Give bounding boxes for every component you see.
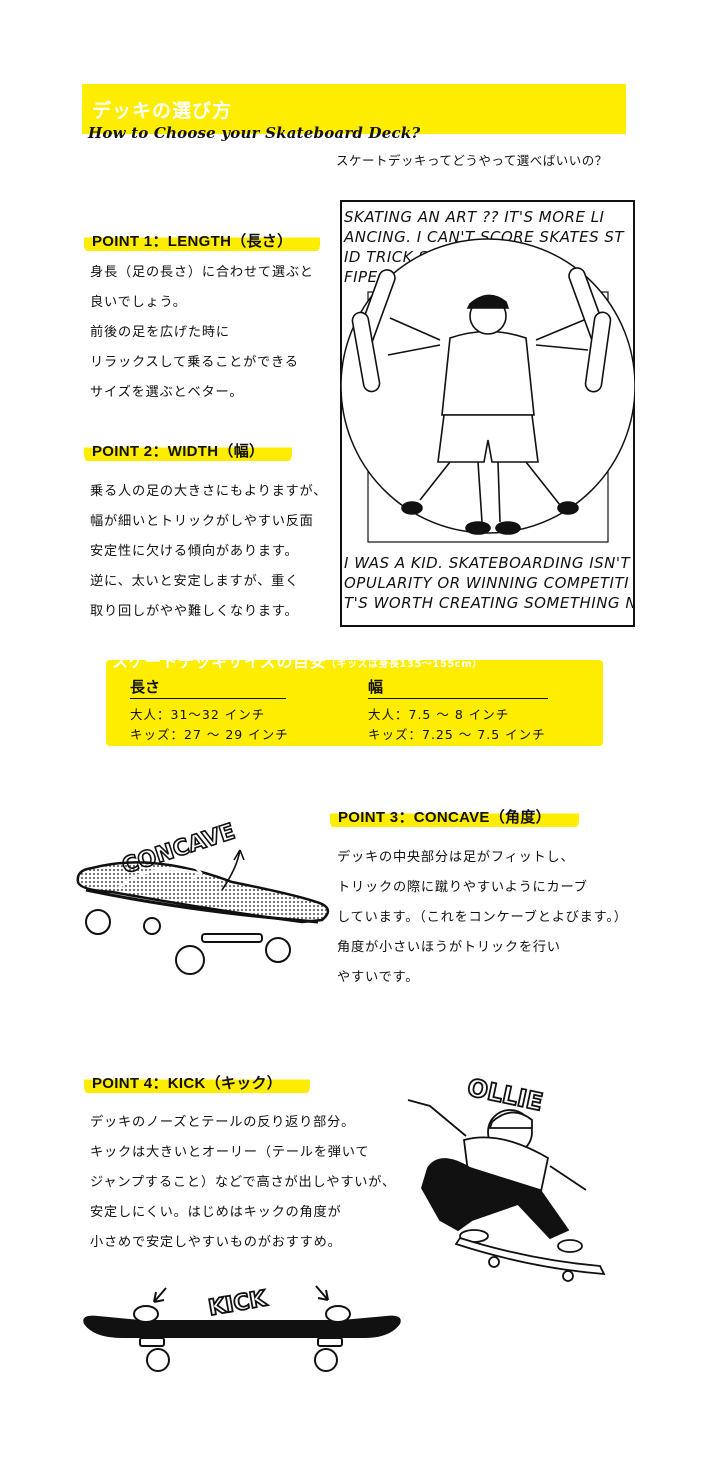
header-band xyxy=(82,84,626,134)
point4-section: POINT 4：KICK（キック） xyxy=(84,1070,311,1095)
size-length-kids: キッズ：27 ～ 29 インチ xyxy=(130,727,289,742)
point3-line: 角度が小さいほうがトリックを行い xyxy=(337,940,561,955)
vitruvian-skater-illustration: SKATING AN ART ?? IT'S MORE LI ANCING. I… xyxy=(340,200,651,627)
point3-heading: POINT 3：CONCAVE（角度） xyxy=(330,804,579,829)
size-width-column: 幅 大人：7.5 ～ 8 インチ キッズ：7.25 ～ 7.5 インチ xyxy=(368,676,548,745)
point2-line: 乗る人の足の大きさにもよりますが、 xyxy=(90,484,328,499)
size-width-adult: 大人：7.5 ～ 8 インチ xyxy=(368,707,510,722)
kick-illustration: KICK xyxy=(80,1280,405,1380)
point2-line: 幅が細いとトリックがしやすい反面 xyxy=(90,514,314,529)
size-table xyxy=(106,660,603,746)
point4-line: デッキのノーズとテールの反り返り部分。 xyxy=(90,1115,356,1130)
point2-line: 取り回しがやや難しくなります。 xyxy=(90,604,299,619)
point1-line: 良いでしょう。 xyxy=(90,295,187,310)
point1-section: POINT 1：LENGTH（長さ） xyxy=(84,228,321,253)
illustration-text-line: I WAS A KID. SKATEBOARDING ISN'T AI xyxy=(344,554,635,572)
size-length-adult: 大人：31～32 インチ xyxy=(130,707,266,722)
point2-section: POINT 2：WIDTH（幅） xyxy=(84,438,293,463)
point4-body: デッキのノーズとテールの反り返り部分。 キックは大きいとオーリー（テールを弾いて… xyxy=(90,1108,396,1258)
point4-line: 小さめで安定しやすいものがおすすめ。 xyxy=(90,1235,342,1250)
size-table-title: スケートデッキサイズの目安（キッズは身長135～155cm） xyxy=(112,648,483,672)
point2-body: 乗る人の足の大きさにもよりますが、 幅が細いとトリックがしやすい反面 安定性に欠… xyxy=(90,477,327,627)
point1-line: サイズを選ぶとベター。 xyxy=(90,385,244,400)
size-length-column: 長さ 大人：31～32 インチ キッズ：27 ～ 29 インチ xyxy=(130,676,289,745)
page-title-en: How to Choose your Skateboard Deck? xyxy=(88,124,421,142)
point1-line: リラックスして乗ることができる xyxy=(90,355,299,370)
size-length-header: 長さ xyxy=(130,676,286,699)
point2-heading: POINT 2：WIDTH（幅） xyxy=(84,438,293,463)
point4-line: キックは大きいとオーリー（テールを弾いて xyxy=(90,1145,370,1160)
point3-body: デッキの中央部分は足がフィットし、 トリックの際に蹴りやすいようにカーブ してい… xyxy=(337,843,628,993)
ollie-illustration: OLLIE xyxy=(400,1070,612,1285)
concave-illustration: CONCAVE xyxy=(72,800,334,985)
size-table-title-main: スケートデッキサイズの目安 xyxy=(112,652,327,671)
kick-label: KICK xyxy=(207,1286,270,1321)
page-subtitle: スケートデッキってどうやって選べばいいの？ xyxy=(336,153,608,168)
illustration-text-line: SKATING AN ART ?? IT'S MORE LI xyxy=(344,208,605,226)
size-width-header: 幅 xyxy=(368,676,548,699)
point2-line: 安定性に欠ける傾向があります。 xyxy=(90,544,299,559)
point4-line: 安定しにくい。はじめはキックの角度が xyxy=(90,1205,342,1220)
page-title-jp: デッキの選び方 xyxy=(92,100,233,122)
point1-line: 身長（足の長さ）に合わせて選ぶと xyxy=(90,265,314,280)
point4-line: ジャンプすること）などで高さが出しやすいが、 xyxy=(90,1175,397,1190)
point4-heading: POINT 4：KICK（キック） xyxy=(84,1070,311,1095)
size-width-kids: キッズ：7.25 ～ 7.5 インチ xyxy=(368,727,546,742)
illustration-text-line: OPULARITY OR WINNING COMPETITI xyxy=(344,574,629,592)
illustration-text-line: T'S WORTH CREATING SOMETHING N xyxy=(344,594,635,612)
point3-line: しています。（これをコンケーブとよびます。） xyxy=(337,910,628,925)
point3-section: POINT 3：CONCAVE（角度） xyxy=(330,804,579,829)
point2-line: 逆に、太いと安定しますが、重く xyxy=(90,574,300,589)
point3-line: トリックの際に蹴りやすいようにカーブ xyxy=(337,880,588,895)
illustration-text-line: ANCING. I CAN'T SCORE SKATES ST xyxy=(343,228,625,246)
size-table-title-note: （キッズは身長135～155cm） xyxy=(326,659,483,670)
point3-line: やすいです。 xyxy=(337,970,420,985)
point3-line: デッキの中央部分は足がフィットし、 xyxy=(337,850,575,865)
point1-line: 前後の足を広げた時に xyxy=(90,325,230,340)
point1-body: 身長（足の長さ）に合わせて選ぶと 良いでしょう。 前後の足を広げた時に リラック… xyxy=(90,258,314,408)
point1-heading: POINT 1：LENGTH（長さ） xyxy=(84,228,321,253)
